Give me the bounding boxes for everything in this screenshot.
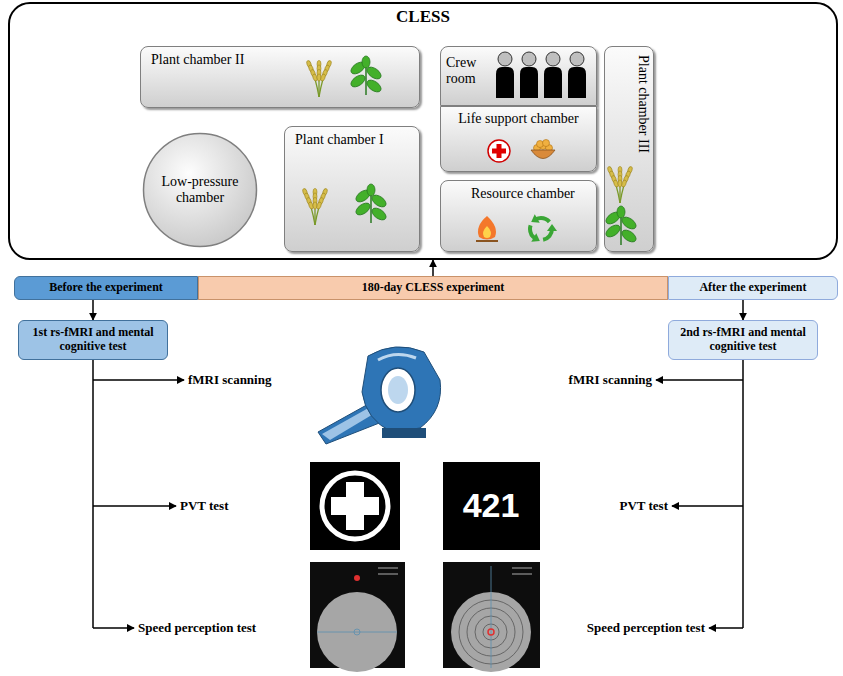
node-label: Plant chamber III (635, 55, 651, 153)
test-label: Speed perception test (138, 621, 256, 636)
timeline-segment: After the experiment (668, 276, 838, 300)
leaf-icon (349, 56, 383, 95)
branch-line (742, 360, 744, 628)
branch-arrow (672, 505, 743, 507)
branch-arrow (93, 627, 134, 629)
speed-perception-screen (310, 562, 405, 672)
node-label: Plant chamber I (295, 132, 384, 148)
node-label: 180-day CLESS experiment (362, 281, 505, 295)
pvt-cross-stimulus (310, 462, 400, 550)
test-box: 1st rs-fMRI and mental cognitive test (18, 320, 168, 360)
node-label: Crew room (446, 55, 490, 87)
mri-scanner-icon (318, 347, 441, 444)
wheat-icon (302, 188, 328, 225)
cross-icon (488, 140, 510, 162)
branch-line (92, 360, 94, 628)
chamber-box: Resource chamber (440, 180, 597, 252)
chamber-box: Plant chamber I (284, 126, 420, 252)
node-label: After the experiment (699, 281, 806, 295)
chamber-box: Plant chamber III (604, 46, 654, 252)
timeline-segment: Before the experiment (14, 276, 198, 300)
node-label: Resource chamber (471, 186, 575, 202)
flow-arrow (742, 300, 744, 320)
test-label: Speed perception test (587, 621, 705, 636)
person-icon (520, 52, 538, 98)
recycle-icon (529, 214, 557, 245)
person-icon (544, 52, 562, 98)
test-label: fMRI scanning (188, 373, 271, 388)
person-icon (496, 52, 514, 98)
node-label: Plant chamber II (151, 52, 244, 68)
bowl-icon (531, 140, 555, 159)
flow-arrow (92, 300, 94, 320)
wheat-icon (607, 166, 633, 203)
node-label: 2nd rs-fMRI and mental cognitive test (675, 326, 811, 354)
system-boundary: CLESS Plant chamber II Crew roomLife suppo… (8, 2, 838, 260)
branch-arrow (93, 505, 176, 507)
timeline-segment: 180-day CLESS experiment (198, 276, 668, 300)
leaf-icon (604, 206, 638, 245)
fire-icon (476, 216, 498, 241)
chamber-box: Crew room (440, 46, 597, 106)
node-label: Life support chamber (458, 111, 579, 127)
test-label: PVT test (619, 499, 668, 514)
test-label: fMRI scanning (569, 373, 652, 388)
branch-arrow (93, 379, 184, 381)
pvt-number-stimulus (443, 462, 540, 550)
node-label: Before the experiment (49, 281, 163, 295)
person-icon (568, 52, 586, 98)
chamber-box: Life support chamber (440, 106, 597, 172)
branch-arrow (656, 379, 743, 381)
chamber-box: Plant chamber II (140, 46, 420, 108)
stimulus-number: 421 (463, 486, 520, 525)
leaf-icon (354, 184, 388, 223)
flow-arrow (432, 260, 434, 276)
test-box: 2nd rs-fMRI and mental cognitive test (668, 320, 818, 360)
branch-arrow (709, 627, 743, 629)
speed-perception-screen (443, 562, 540, 672)
wheat-icon (306, 60, 332, 97)
node-label: Low-pressure chamber (152, 174, 248, 206)
chamber-circle: Low-pressure chamber (142, 132, 258, 248)
node-label: 1st rs-fMRI and mental cognitive test (25, 326, 161, 354)
system-title: CLESS (396, 7, 450, 27)
test-label: PVT test (180, 499, 229, 514)
